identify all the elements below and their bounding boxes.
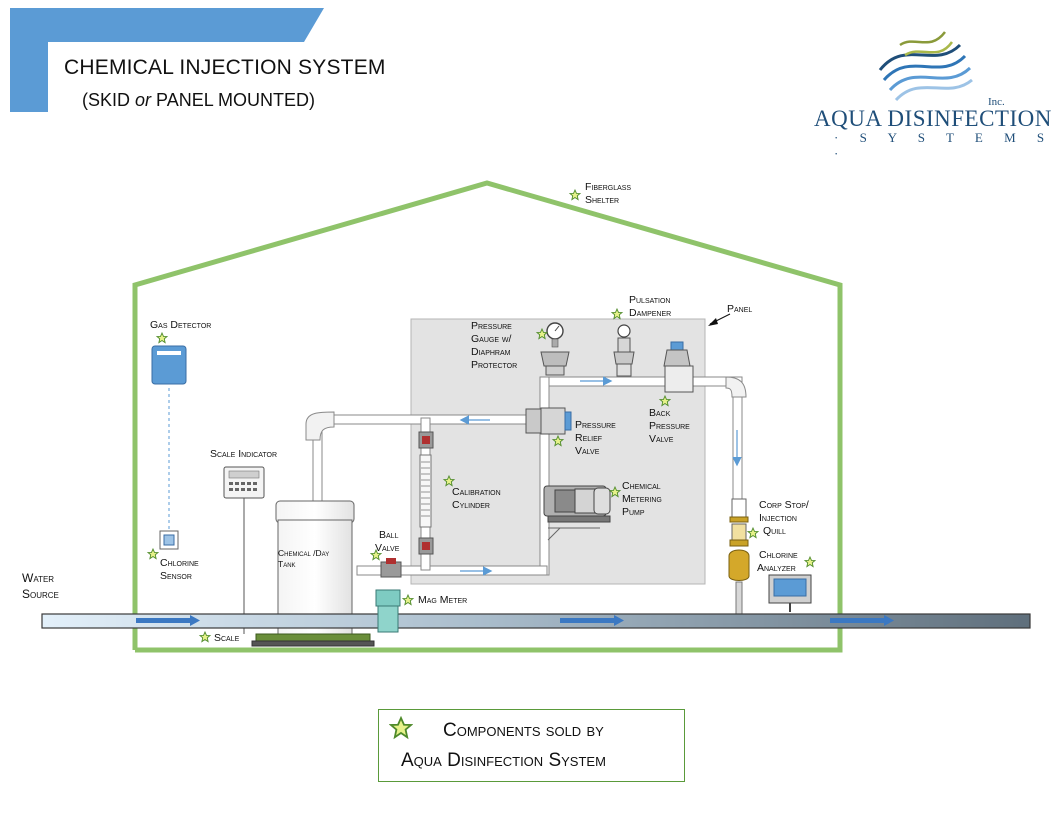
pressure-relief-valve-icon [525, 407, 572, 435]
label-chlorine-sensor-1: Chlorine [160, 557, 199, 569]
label-chemical-tank-1: Chemical /Day [278, 548, 329, 558]
label-corp-stop-2: Injection [759, 512, 797, 524]
label-water-source-1: Water [22, 571, 54, 585]
subtitle-open: (SKID [82, 90, 136, 110]
label-pressure-gauge-4: Protector [471, 359, 517, 371]
chlorine-sensor-icon [159, 530, 179, 550]
label-chlorine-analyzer-1: Chlorine [759, 549, 798, 561]
legend-line-1: Components sold by [443, 720, 604, 741]
star-icon [156, 332, 168, 344]
pipe-flow-arrows [459, 376, 742, 576]
label-chlorine-sensor-2: Sensor [160, 570, 192, 582]
label-panel: Panel [727, 303, 752, 315]
back-pressure-valve-icon [663, 341, 694, 393]
subtitle-or: or [135, 90, 152, 110]
label-fiberglass-shelter-2: Shelter [585, 194, 619, 206]
pressure-gauge-icon [540, 322, 570, 376]
water-main-pipe [41, 613, 1031, 629]
chlorine-analyzer-icon [768, 574, 812, 612]
label-scale: Scale [214, 632, 240, 644]
scale-indicator-icon [223, 466, 265, 634]
header-ribbon [10, 8, 324, 112]
page-title: CHEMICAL INJECTION SYSTEM [64, 56, 386, 79]
mag-meter-icon [375, 589, 401, 633]
label-chemical-tank-2: Tank [278, 559, 296, 569]
star-icon [199, 631, 211, 643]
logo-inc: Inc. [988, 96, 1005, 108]
star-icon [390, 717, 412, 739]
legend-box: Components sold by Aqua Disinfection Sys… [378, 709, 685, 782]
label-chemical-metering-pump-3: Pump [622, 506, 645, 518]
label-chemical-metering-pump-2: Metering [622, 493, 662, 505]
label-pressure-relief-valve-3: Valve [575, 445, 600, 457]
label-pressure-gauge-2: Gauge w/ [471, 333, 512, 345]
star-icon [747, 527, 759, 539]
pulsation-dampener-icon [613, 324, 635, 377]
label-pressure-gauge-1: Pressure [471, 320, 512, 332]
star-icon [402, 594, 414, 606]
ball-valve-icon [380, 431, 434, 578]
gas-detector-icon [151, 345, 187, 531]
label-ball-valve-2: Valve [375, 542, 400, 554]
logo-waves-icon [878, 31, 973, 102]
subtitle-close: PANEL MOUNTED) [151, 90, 316, 110]
label-pulsation-dampener-2: Dampener [629, 307, 671, 319]
calibration-cylinder [419, 454, 432, 528]
label-back-pressure-valve-2: Pressure [649, 420, 690, 432]
label-calibration-cylinder-2: Cylinder [452, 499, 490, 511]
injection-quill-icon [728, 498, 750, 619]
panel-pointer-arrowhead [708, 318, 718, 326]
label-pressure-gauge-3: Diaphram [471, 346, 511, 358]
label-pressure-relief-valve-1: Pressure [575, 419, 616, 431]
label-corp-stop-3: Quill [763, 525, 786, 537]
label-chlorine-analyzer-2: Analyzer [757, 562, 796, 574]
label-pressure-relief-valve-2: Relief [575, 432, 602, 444]
label-ball-valve-1: Ball [379, 529, 399, 541]
label-corp-stop-1: Corp Stop/ [759, 499, 809, 511]
star-icon [569, 189, 581, 201]
label-pulsation-dampener-1: Pulsation [629, 294, 671, 306]
label-chemical-metering-pump-1: Chemical [622, 480, 661, 492]
label-water-source-2: Source [22, 587, 59, 601]
label-scale-indicator: Scale Indicator [210, 448, 277, 460]
label-back-pressure-valve-1: Back [649, 407, 671, 419]
chemical-metering-pump-icon [543, 485, 611, 541]
label-gas-detector: Gas Detector [150, 319, 211, 331]
legend-line-2: Aqua Disinfection System [401, 750, 606, 771]
fiberglass-shelter [132, 180, 843, 653]
label-fiberglass-shelter-1: Fiberglass [585, 181, 631, 193]
star-icon [611, 308, 623, 320]
label-calibration-cylinder-1: Calibration [452, 486, 501, 498]
page-subtitle: (SKID or PANEL MOUNTED) [82, 90, 315, 111]
label-mag-meter: Mag Meter [418, 594, 467, 606]
logo-name: AQUA DISINFECTION [814, 106, 1052, 131]
logo-subtitle: · S Y S T E M S · [834, 130, 1054, 161]
label-back-pressure-valve-3: Valve [649, 433, 674, 445]
scale-platform [251, 633, 375, 647]
star-icon [147, 548, 159, 560]
water-flow-arrows [136, 615, 894, 626]
star-icon [804, 556, 816, 568]
